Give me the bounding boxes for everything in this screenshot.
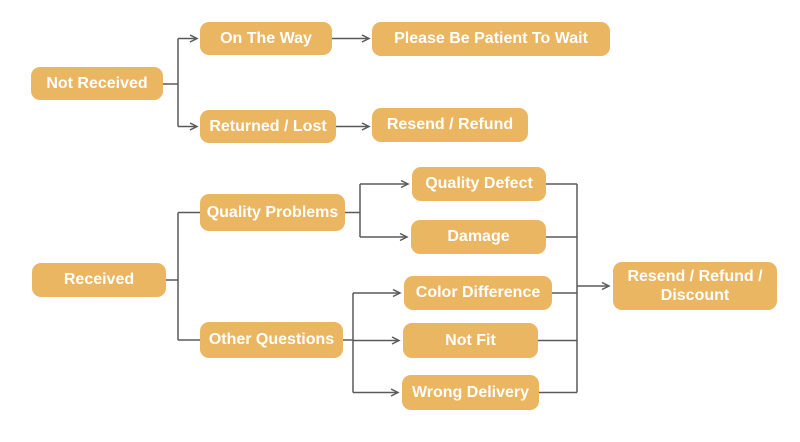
node-received: Received	[32, 263, 166, 297]
connector-merge-trunk	[538, 183, 578, 394]
node-on-the-way: On The Way	[200, 22, 332, 55]
node-resend-refund: Resend / Refund	[372, 108, 528, 142]
node-color-difference: Color Difference	[404, 276, 552, 310]
node-not-fit: Not Fit	[403, 323, 538, 358]
node-not-received: Not Received	[31, 67, 163, 100]
node-quality-problems: Quality Problems	[200, 194, 345, 231]
node-wrong-delivery: Wrong Delivery	[402, 375, 539, 410]
node-returned-lost: Returned / Lost	[200, 110, 336, 143]
connector-quality-problems-trunk	[345, 184, 361, 237]
node-please-be-patient-to-wait: Please Be Patient To Wait	[372, 22, 610, 56]
node-quality-defect: Quality Defect	[412, 167, 546, 201]
node-other-questions: Other Questions	[200, 322, 343, 358]
node-damage: Damage	[411, 220, 546, 254]
connector-not-received-trunk	[163, 38, 179, 127]
node-resend-refund-discount: Resend / Refund / Discount	[613, 262, 777, 310]
connector-received-trunk	[166, 211, 200, 341]
connector-other-questions-trunk	[343, 293, 354, 393]
